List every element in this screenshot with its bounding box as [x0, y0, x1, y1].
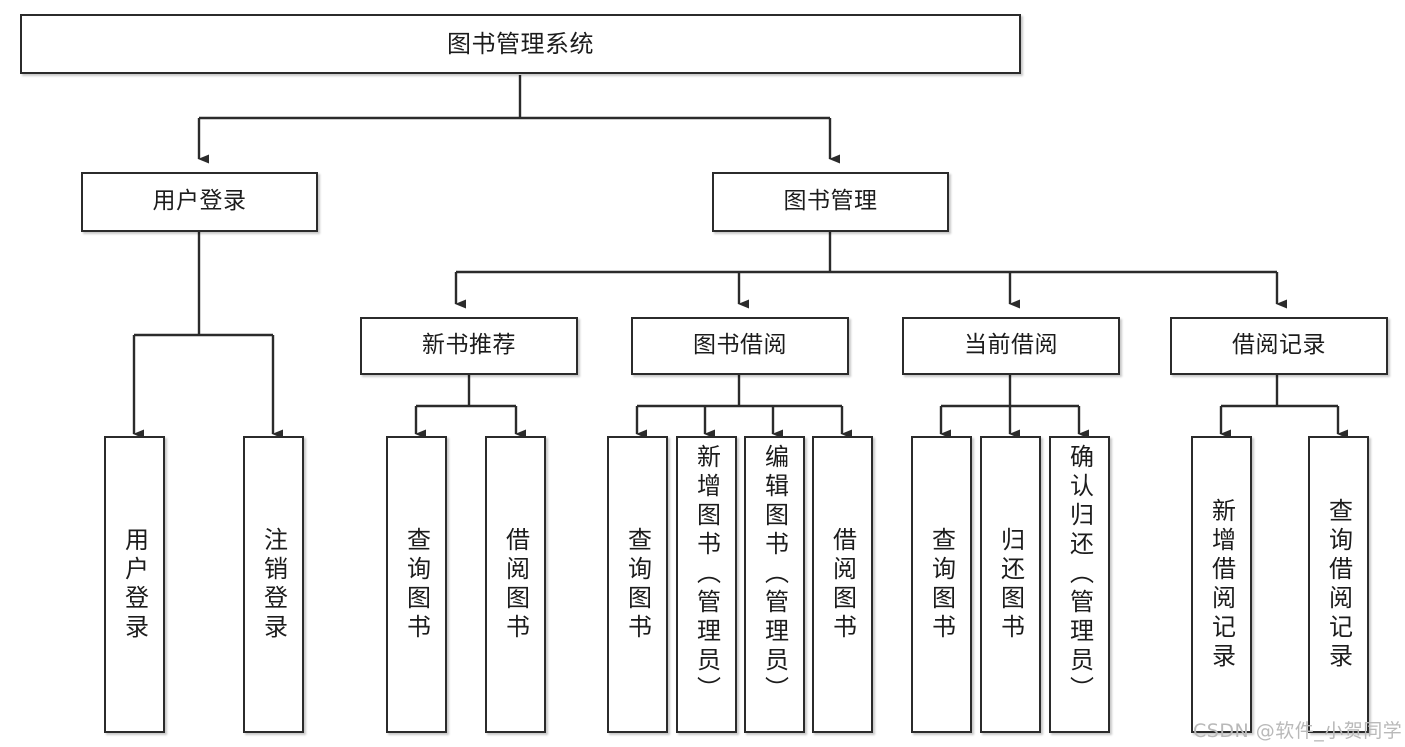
node-leaf-borrow-book-2[interactable]: 借阅图书	[812, 436, 873, 733]
node-leaf-query-record[interactable]: 查询借阅记录	[1308, 436, 1369, 733]
node-leaf-query-book-1-label: 查询图书	[402, 526, 431, 643]
watermark-text: CSDN @软件_小贺同学	[1193, 720, 1403, 742]
node-leaf-return-book-label: 归还图书	[996, 526, 1025, 643]
node-leaf-add-book-label: 新增图书（管理员）	[692, 444, 721, 705]
node-leaf-add-record-label: 新增借阅记录	[1207, 497, 1236, 672]
node-leaf-query-book-2-label: 查询图书	[623, 526, 652, 643]
node-leaf-confirm-return-label: 确认归还（管理员）	[1065, 444, 1094, 705]
node-book-borrow[interactable]: 图书借阅	[631, 317, 849, 375]
node-leaf-user-login[interactable]: 用户登录	[104, 436, 165, 733]
node-user-login-label: 用户登录	[152, 188, 247, 215]
edge-book-manage-to-level3	[454, 232, 1287, 309]
node-leaf-user-login-label: 用户登录	[120, 526, 149, 643]
node-book-manage-label: 图书管理	[783, 188, 878, 215]
edge-borrow-record-to-leaves	[1219, 375, 1348, 439]
node-leaf-edit-book[interactable]: 编辑图书（管理员）	[744, 436, 805, 733]
node-leaf-logout[interactable]: 注销登录	[243, 436, 304, 733]
node-book-borrow-label: 图书借阅	[693, 332, 787, 359]
node-leaf-edit-book-label: 编辑图书（管理员）	[760, 444, 789, 705]
node-root[interactable]: 图书管理系统	[20, 14, 1021, 74]
edge-current-borrow-to-leaves	[939, 375, 1089, 439]
node-leaf-query-book-3-label: 查询图书	[927, 526, 956, 643]
node-leaf-add-record[interactable]: 新增借阅记录	[1191, 436, 1252, 733]
node-user-login[interactable]: 用户登录	[81, 172, 318, 232]
edge-book-borrow-to-leaves	[635, 375, 852, 439]
node-borrow-record-label: 借阅记录	[1232, 332, 1326, 359]
node-root-label: 图书管理系统	[447, 29, 594, 58]
node-leaf-query-book-1[interactable]: 查询图书	[386, 436, 447, 733]
node-leaf-add-book[interactable]: 新增图书（管理员）	[676, 436, 737, 733]
node-leaf-query-book-2[interactable]: 查询图书	[607, 436, 668, 733]
node-leaf-confirm-return[interactable]: 确认归还（管理员）	[1049, 436, 1110, 733]
edge-new-book-rec-to-leaves	[414, 375, 526, 439]
node-new-book-rec[interactable]: 新书推荐	[360, 317, 578, 375]
node-book-manage[interactable]: 图书管理	[712, 172, 949, 232]
edge-user-login-to-leaves	[132, 232, 283, 439]
node-leaf-query-record-label: 查询借阅记录	[1324, 497, 1353, 672]
node-new-book-rec-label: 新书推荐	[422, 332, 516, 359]
node-current-borrow-label: 当前借阅	[964, 332, 1058, 359]
node-leaf-borrow-book-2-label: 借阅图书	[828, 526, 857, 643]
node-leaf-logout-label: 注销登录	[259, 526, 288, 643]
node-leaf-return-book[interactable]: 归还图书	[980, 436, 1041, 733]
edge-root-to-level2	[197, 75, 840, 164]
node-current-borrow[interactable]: 当前借阅	[902, 317, 1120, 375]
node-leaf-borrow-book-1-label: 借阅图书	[501, 526, 530, 643]
node-leaf-borrow-book-1[interactable]: 借阅图书	[485, 436, 546, 733]
node-borrow-record[interactable]: 借阅记录	[1170, 317, 1388, 375]
node-leaf-query-book-3[interactable]: 查询图书	[911, 436, 972, 733]
